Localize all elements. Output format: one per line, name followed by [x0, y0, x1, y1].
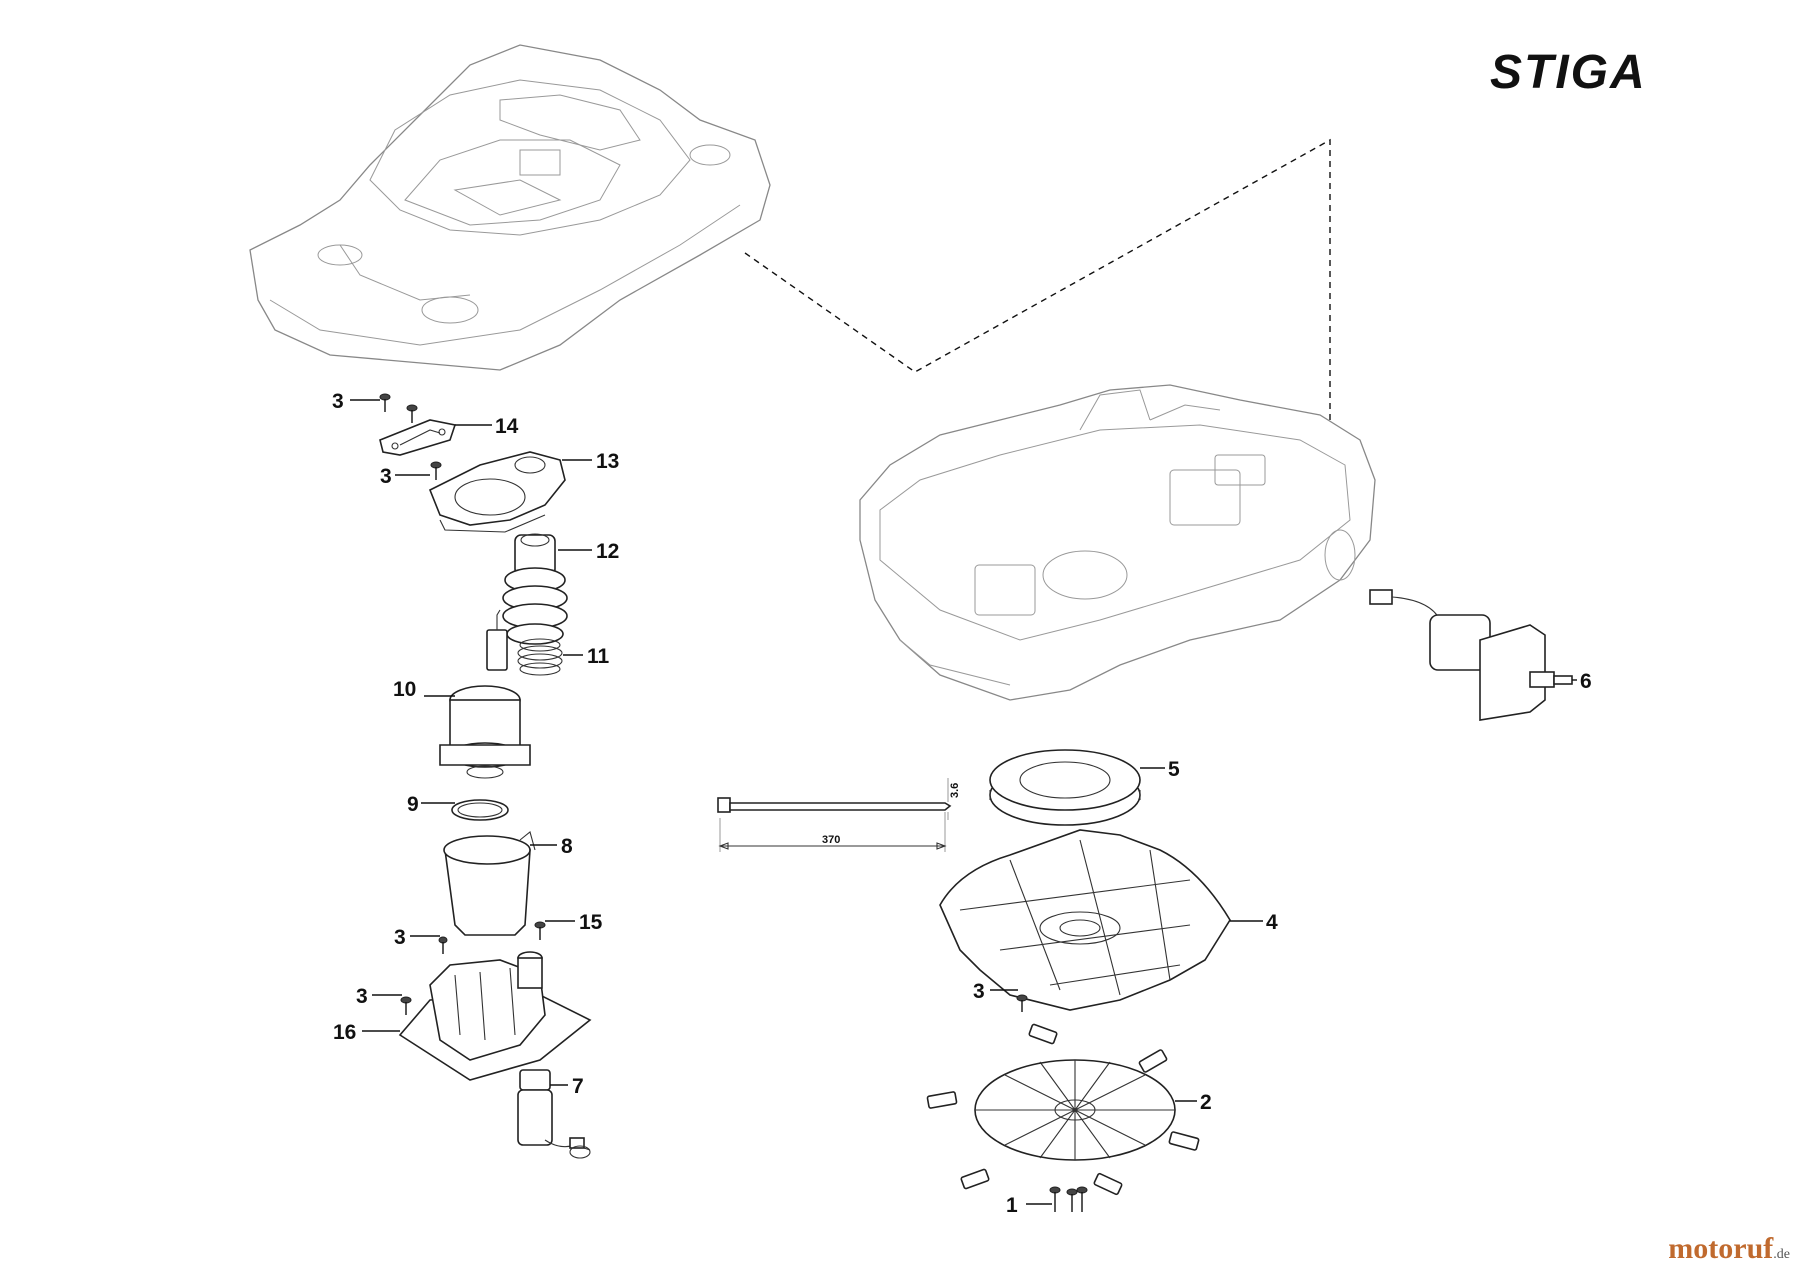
part-4-guard	[939, 829, 1231, 1011]
svg-text:12: 12	[596, 540, 619, 563]
screw-mid-1	[438, 936, 448, 954]
callout-8: 8	[530, 835, 573, 858]
svg-text:15: 15	[579, 911, 603, 934]
svg-text:3: 3	[973, 980, 985, 1003]
svg-text:9: 9	[407, 793, 419, 816]
svg-text:5: 5	[1168, 758, 1180, 781]
part-7-pump	[517, 1069, 591, 1159]
dimension-length: 370	[822, 834, 840, 846]
screw-top-1	[379, 393, 391, 412]
svg-text:3: 3	[394, 926, 406, 949]
callout-3-a: 3	[332, 390, 380, 413]
watermark-tld: .de	[1773, 1247, 1790, 1262]
watermark: motoruf.de	[1668, 1232, 1790, 1266]
part-6-motor	[1369, 589, 1573, 721]
alignment-line-1	[744, 138, 1331, 440]
part-8-housing	[443, 831, 536, 936]
part-2-blade-disc	[926, 1023, 1200, 1196]
svg-text:8: 8	[561, 835, 573, 858]
callout-3-c: 3	[394, 926, 440, 949]
svg-text:6: 6	[1580, 670, 1592, 693]
callout-1: 1	[1006, 1194, 1052, 1217]
svg-text:10: 10	[393, 678, 416, 701]
top-cover	[249, 44, 771, 371]
part-13-plate	[428, 451, 566, 533]
callout-3-e: 3	[973, 980, 1018, 1003]
screw-15	[534, 921, 546, 940]
svg-text:16: 16	[333, 1021, 356, 1044]
callout-13: 13	[562, 450, 619, 473]
part-11-spring	[517, 638, 563, 676]
svg-text:2: 2	[1200, 1091, 1212, 1114]
part-16-base	[398, 951, 592, 1081]
callout-4: 4	[1230, 911, 1278, 934]
svg-text:STIGA: STIGA	[1490, 46, 1647, 99]
svg-text:4: 4	[1266, 911, 1278, 934]
part-5-ring	[989, 749, 1141, 826]
chassis	[859, 384, 1376, 701]
svg-text:14: 14	[495, 415, 519, 438]
part-9-oring	[451, 799, 509, 821]
screw-4	[1016, 994, 1028, 1012]
part-10-motor	[439, 609, 531, 779]
callout-5: 5	[1140, 758, 1180, 781]
svg-text:3: 3	[332, 390, 344, 413]
callout-2: 2	[1175, 1091, 1212, 1114]
svg-text:3: 3	[356, 985, 368, 1008]
part-14-bracket	[379, 419, 457, 456]
dimension-width: 3.6	[949, 783, 961, 798]
callout-6: 6	[1572, 670, 1592, 693]
callout-11: 11	[563, 645, 610, 668]
svg-text:11: 11	[587, 645, 610, 668]
callout-7: 7	[550, 1075, 584, 1098]
svg-text:13: 13	[596, 450, 619, 473]
callout-15: 15	[545, 911, 603, 934]
callout-3-b: 3	[380, 465, 430, 488]
screw-mid-2	[400, 996, 412, 1015]
callout-12: 12	[558, 540, 619, 563]
svg-text:3: 3	[380, 465, 392, 488]
part-1-screws	[1049, 1186, 1088, 1212]
cable-tie	[717, 778, 952, 852]
watermark-name: motoruf	[1668, 1232, 1774, 1265]
brand-logo: STIGA	[1490, 46, 1647, 99]
callout-10: 10	[393, 678, 455, 701]
screw-top-2	[406, 404, 418, 423]
callout-14: 14	[455, 415, 519, 438]
svg-text:7: 7	[572, 1075, 584, 1098]
part-12-housing	[502, 533, 568, 645]
screw-top-3	[430, 461, 442, 480]
callout-9: 9	[407, 793, 455, 816]
svg-text:1: 1	[1006, 1194, 1018, 1217]
callout-16: 16	[333, 1021, 400, 1044]
callout-3-d: 3	[356, 985, 402, 1008]
